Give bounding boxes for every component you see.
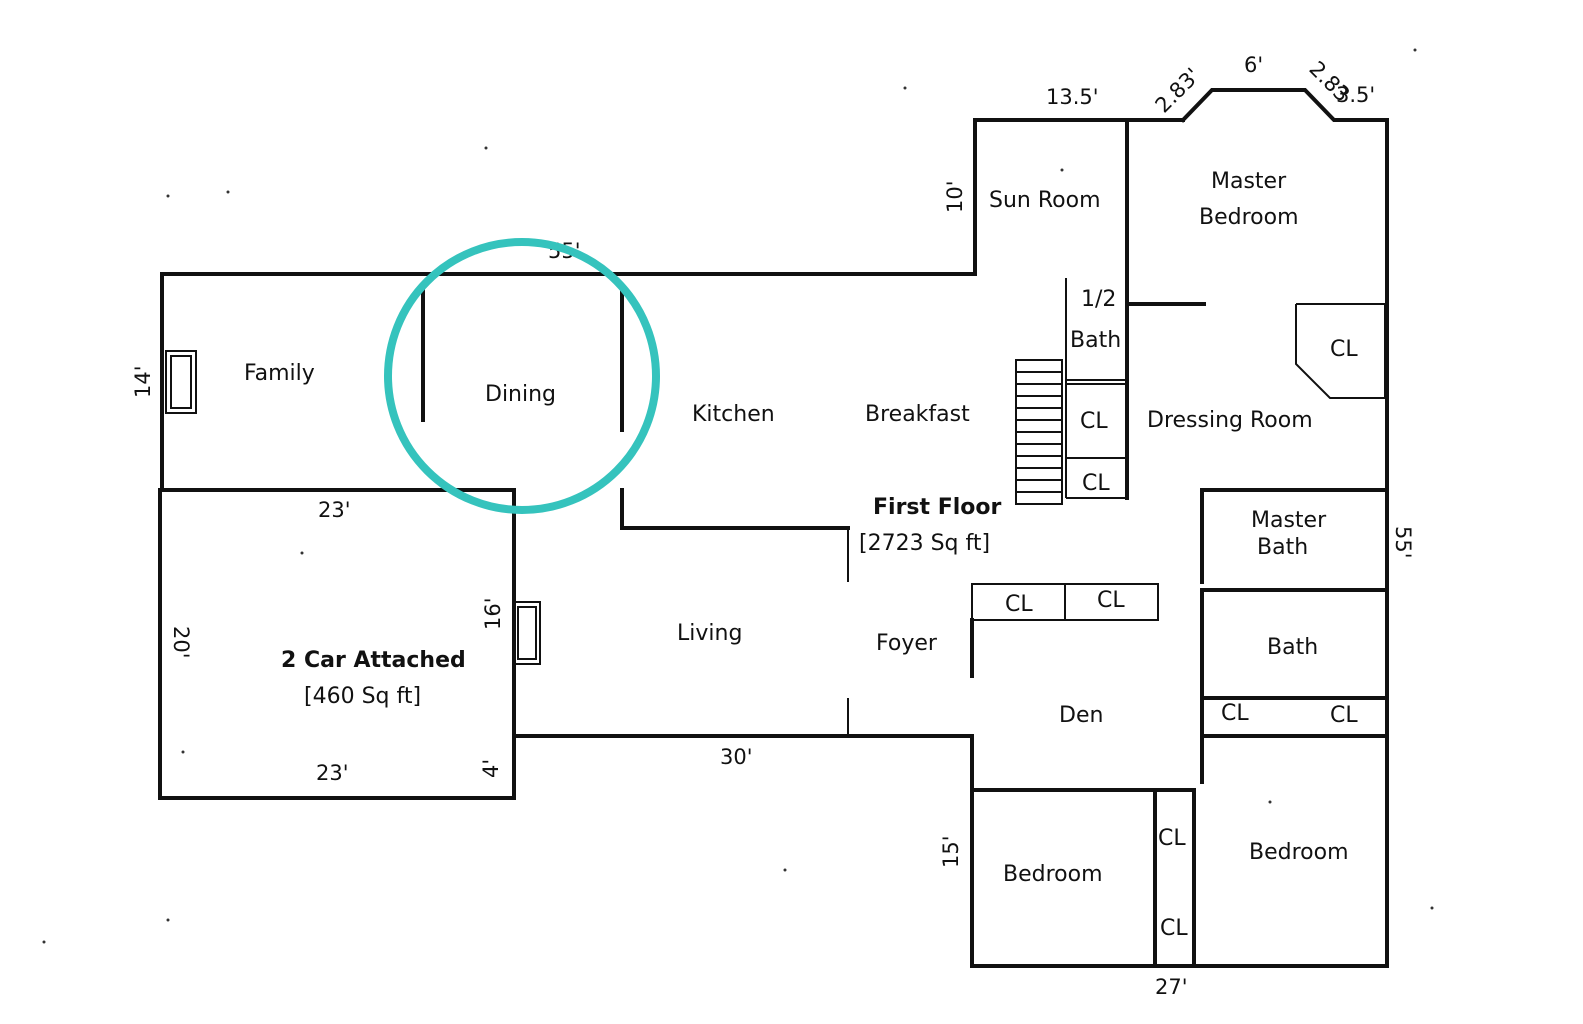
sun-room-label: Sun Room [989,188,1101,213]
dimension-bay-right-end: 3.5' [1336,83,1375,107]
master-bath-label-line2: Bath [1257,535,1308,560]
closet-label: CL [1082,471,1110,496]
family-room-label: Family [244,361,315,386]
closet-label: CL [1005,592,1033,617]
dimension-garage-height: 20' [169,626,193,659]
closet-label: CL [1330,703,1358,728]
scan-specks [42,48,1434,944]
closet-label: CL [1080,409,1108,434]
master-bedroom-label-line1: Master [1211,169,1287,194]
dimension-family-width: 23' [318,498,351,522]
closet-label: CL [1160,916,1188,941]
closet-label: CL [1097,588,1125,613]
garage-area: [460 Sq ft] [304,684,421,709]
dimension-family-height: 14' [131,366,155,399]
dimension-bay-center: 6' [1244,53,1263,77]
closet-label: CL [1221,701,1249,726]
foyer-label: Foyer [876,631,938,656]
dimension-right-overall: 55' [1391,526,1415,559]
dressing-room-label: Dressing Room [1147,408,1313,433]
breakfast-label: Breakfast [865,402,970,427]
master-bedroom-label-line2: Bedroom [1199,205,1299,230]
master-bath-label-line1: Master [1251,508,1327,533]
bath-label: Bath [1267,635,1318,660]
staircase [1015,359,1063,505]
dining-highlight-circle [384,238,660,514]
dining-room-label: Dining [485,382,556,407]
fireplace-garage [513,601,541,665]
dimension-garage-notch: 4' [479,759,503,778]
garage-title: 2 Car Attached [281,648,466,673]
closet-label: CL [1330,337,1358,362]
kitchen-label: Kitchen [692,402,775,427]
dimension-sunroom-width: 13.5' [1046,85,1099,109]
dimension-bottom-width: 27' [1155,975,1188,999]
living-room-label: Living [677,621,742,646]
dimension-garage-depth: 16' [481,598,505,631]
floor-title: First Floor [873,495,1001,520]
closet-label: CL [1158,826,1186,851]
half-bath-label-line1: 1/2 [1081,287,1116,312]
fireplace-family [165,350,197,414]
dimension-garage-width: 23' [316,761,349,785]
den-label: Den [1059,703,1103,728]
dimension-bedroom-height: 15' [939,836,963,869]
bedroom-right-label: Bedroom [1249,840,1349,865]
floor-area: [2723 Sq ft] [859,531,990,556]
bedroom-left-label: Bedroom [1003,862,1103,887]
dimension-bay-left: 2.83' [1151,63,1205,117]
dimension-sunroom-height: 10' [943,181,967,214]
half-bath-label-line2: Bath [1070,328,1121,353]
dimension-living-width: 30' [720,745,753,769]
